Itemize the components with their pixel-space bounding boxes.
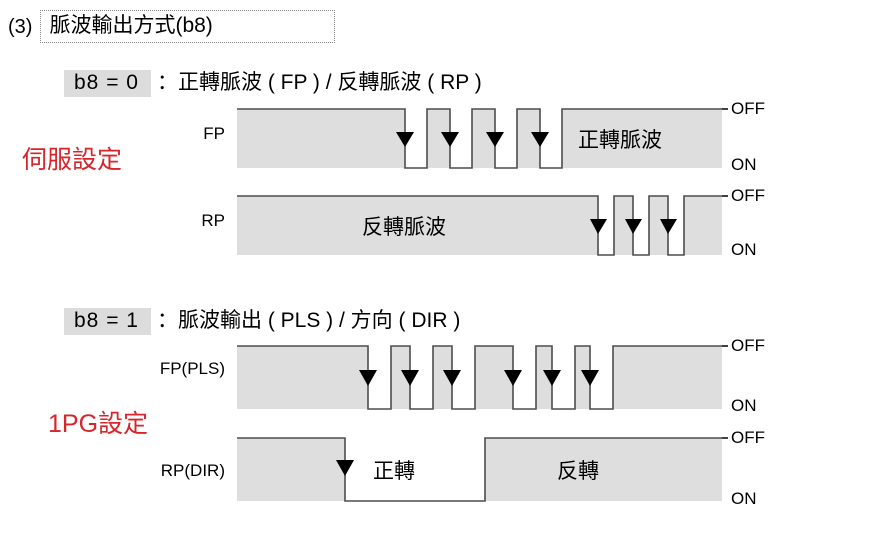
waveform-caption-rp: 反轉脈波 bbox=[362, 216, 446, 239]
signal-label-fp-pls: FP(PLS) bbox=[159, 359, 225, 378]
waveform-caption-dir-forward: 正轉 bbox=[373, 460, 415, 483]
signal-label-rp-dir: RP(DIR) bbox=[160, 461, 225, 480]
waveform-caption-dir-reverse: 反轉 bbox=[557, 460, 599, 483]
annotation-servo-setting: 伺服設定 bbox=[22, 146, 123, 174]
falling-edge-arrow-icon bbox=[590, 219, 677, 234]
mode-row-b8-0: b8 = 0 ：正轉脈波 ( FP ) / 反轉脈波 ( RP ) bbox=[64, 66, 482, 97]
falling-edge-arrow-icon bbox=[396, 132, 549, 147]
waveform-fp bbox=[237, 108, 728, 169]
mode-description-b8-0: ：正轉脈波 ( FP ) / 反轉脈波 ( RP ) bbox=[156, 71, 482, 94]
mode-chip-b8-1: b8 = 1 bbox=[64, 308, 151, 335]
waveform-fp-pls bbox=[237, 345, 728, 410]
state-label-fp-on: ON bbox=[731, 155, 757, 174]
mode-description-b8-1: ：脈波輸出 ( PLS ) / 方向 ( DIR ) bbox=[156, 309, 461, 332]
waveform-caption-fp: 正轉脈波 bbox=[578, 129, 662, 152]
waveform-rp bbox=[237, 195, 728, 256]
mode-chip-b8-0: b8 = 0 bbox=[64, 70, 151, 97]
falling-edge-arrow-icon bbox=[359, 370, 599, 386]
state-label-fp-off: OFF bbox=[731, 99, 765, 118]
state-label-rp-dir-on: ON bbox=[731, 489, 757, 508]
state-label-fp-pls-on: ON bbox=[731, 396, 757, 415]
state-label-rp-off: OFF bbox=[731, 186, 765, 205]
signal-label-fp: FP bbox=[203, 124, 225, 143]
waveform-rp-dir bbox=[237, 437, 728, 502]
section-number: (3) bbox=[8, 15, 33, 38]
mode-row-b8-1: b8 = 1 ：脈波輸出 ( PLS ) / 方向 ( DIR ) bbox=[64, 304, 460, 335]
state-label-fp-pls-off: OFF bbox=[731, 336, 765, 355]
section-title-box: 脈波輸出方式(b8) bbox=[40, 10, 336, 44]
signal-label-rp: RP bbox=[201, 211, 225, 230]
state-label-rp-on: ON bbox=[731, 240, 757, 259]
state-label-rp-dir-off: OFF bbox=[731, 428, 765, 447]
section-heading: (3) 脈波輸出方式(b8) bbox=[8, 10, 336, 44]
falling-edge-arrow-icon bbox=[336, 460, 354, 476]
annotation-1pg-setting: 1PG設定 bbox=[48, 410, 149, 438]
